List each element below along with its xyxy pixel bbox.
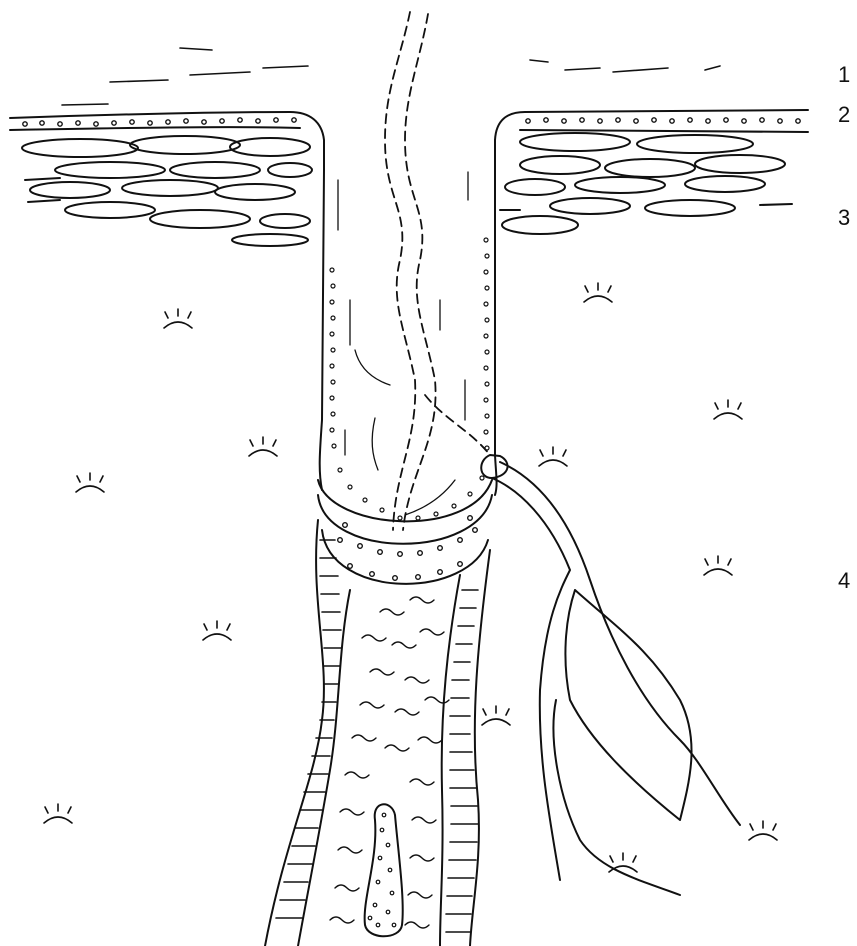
branch-lower-arm	[553, 700, 680, 895]
callout-label-2: 2	[838, 102, 850, 128]
skin-surface-right-bottom	[520, 130, 808, 132]
papilla-inner-right	[440, 575, 460, 946]
branch-loop	[565, 590, 691, 820]
branch-stem-outer	[500, 462, 740, 825]
surface-dash-marks	[62, 48, 720, 105]
callout-label-1: 1	[838, 62, 850, 88]
branch-stem-inner	[492, 478, 570, 880]
skin-surface-left-bottom	[10, 127, 300, 130]
follicle-wall-left	[320, 170, 324, 490]
papilla-wave-texture	[330, 597, 449, 928]
papilla-inner-left	[298, 590, 350, 946]
sheath-hatch-right	[446, 590, 478, 932]
bulb-band-dots	[338, 516, 478, 581]
bulb-band-3	[322, 530, 488, 584]
epidermis-cells-left	[22, 136, 312, 246]
epidermis-cells-right	[500, 133, 792, 234]
follicle-wall-right	[495, 140, 497, 495]
hair-shaft-inner	[403, 14, 436, 530]
connective-cell-markers	[44, 283, 777, 872]
callout-label-3: 3	[838, 205, 850, 231]
papilla-outer-right	[470, 550, 490, 946]
stratum-dots	[23, 118, 800, 126]
follicle-lining-dots	[330, 238, 489, 520]
follicle-interior-strokes	[338, 172, 468, 515]
callout-label-4: 4	[838, 568, 850, 594]
